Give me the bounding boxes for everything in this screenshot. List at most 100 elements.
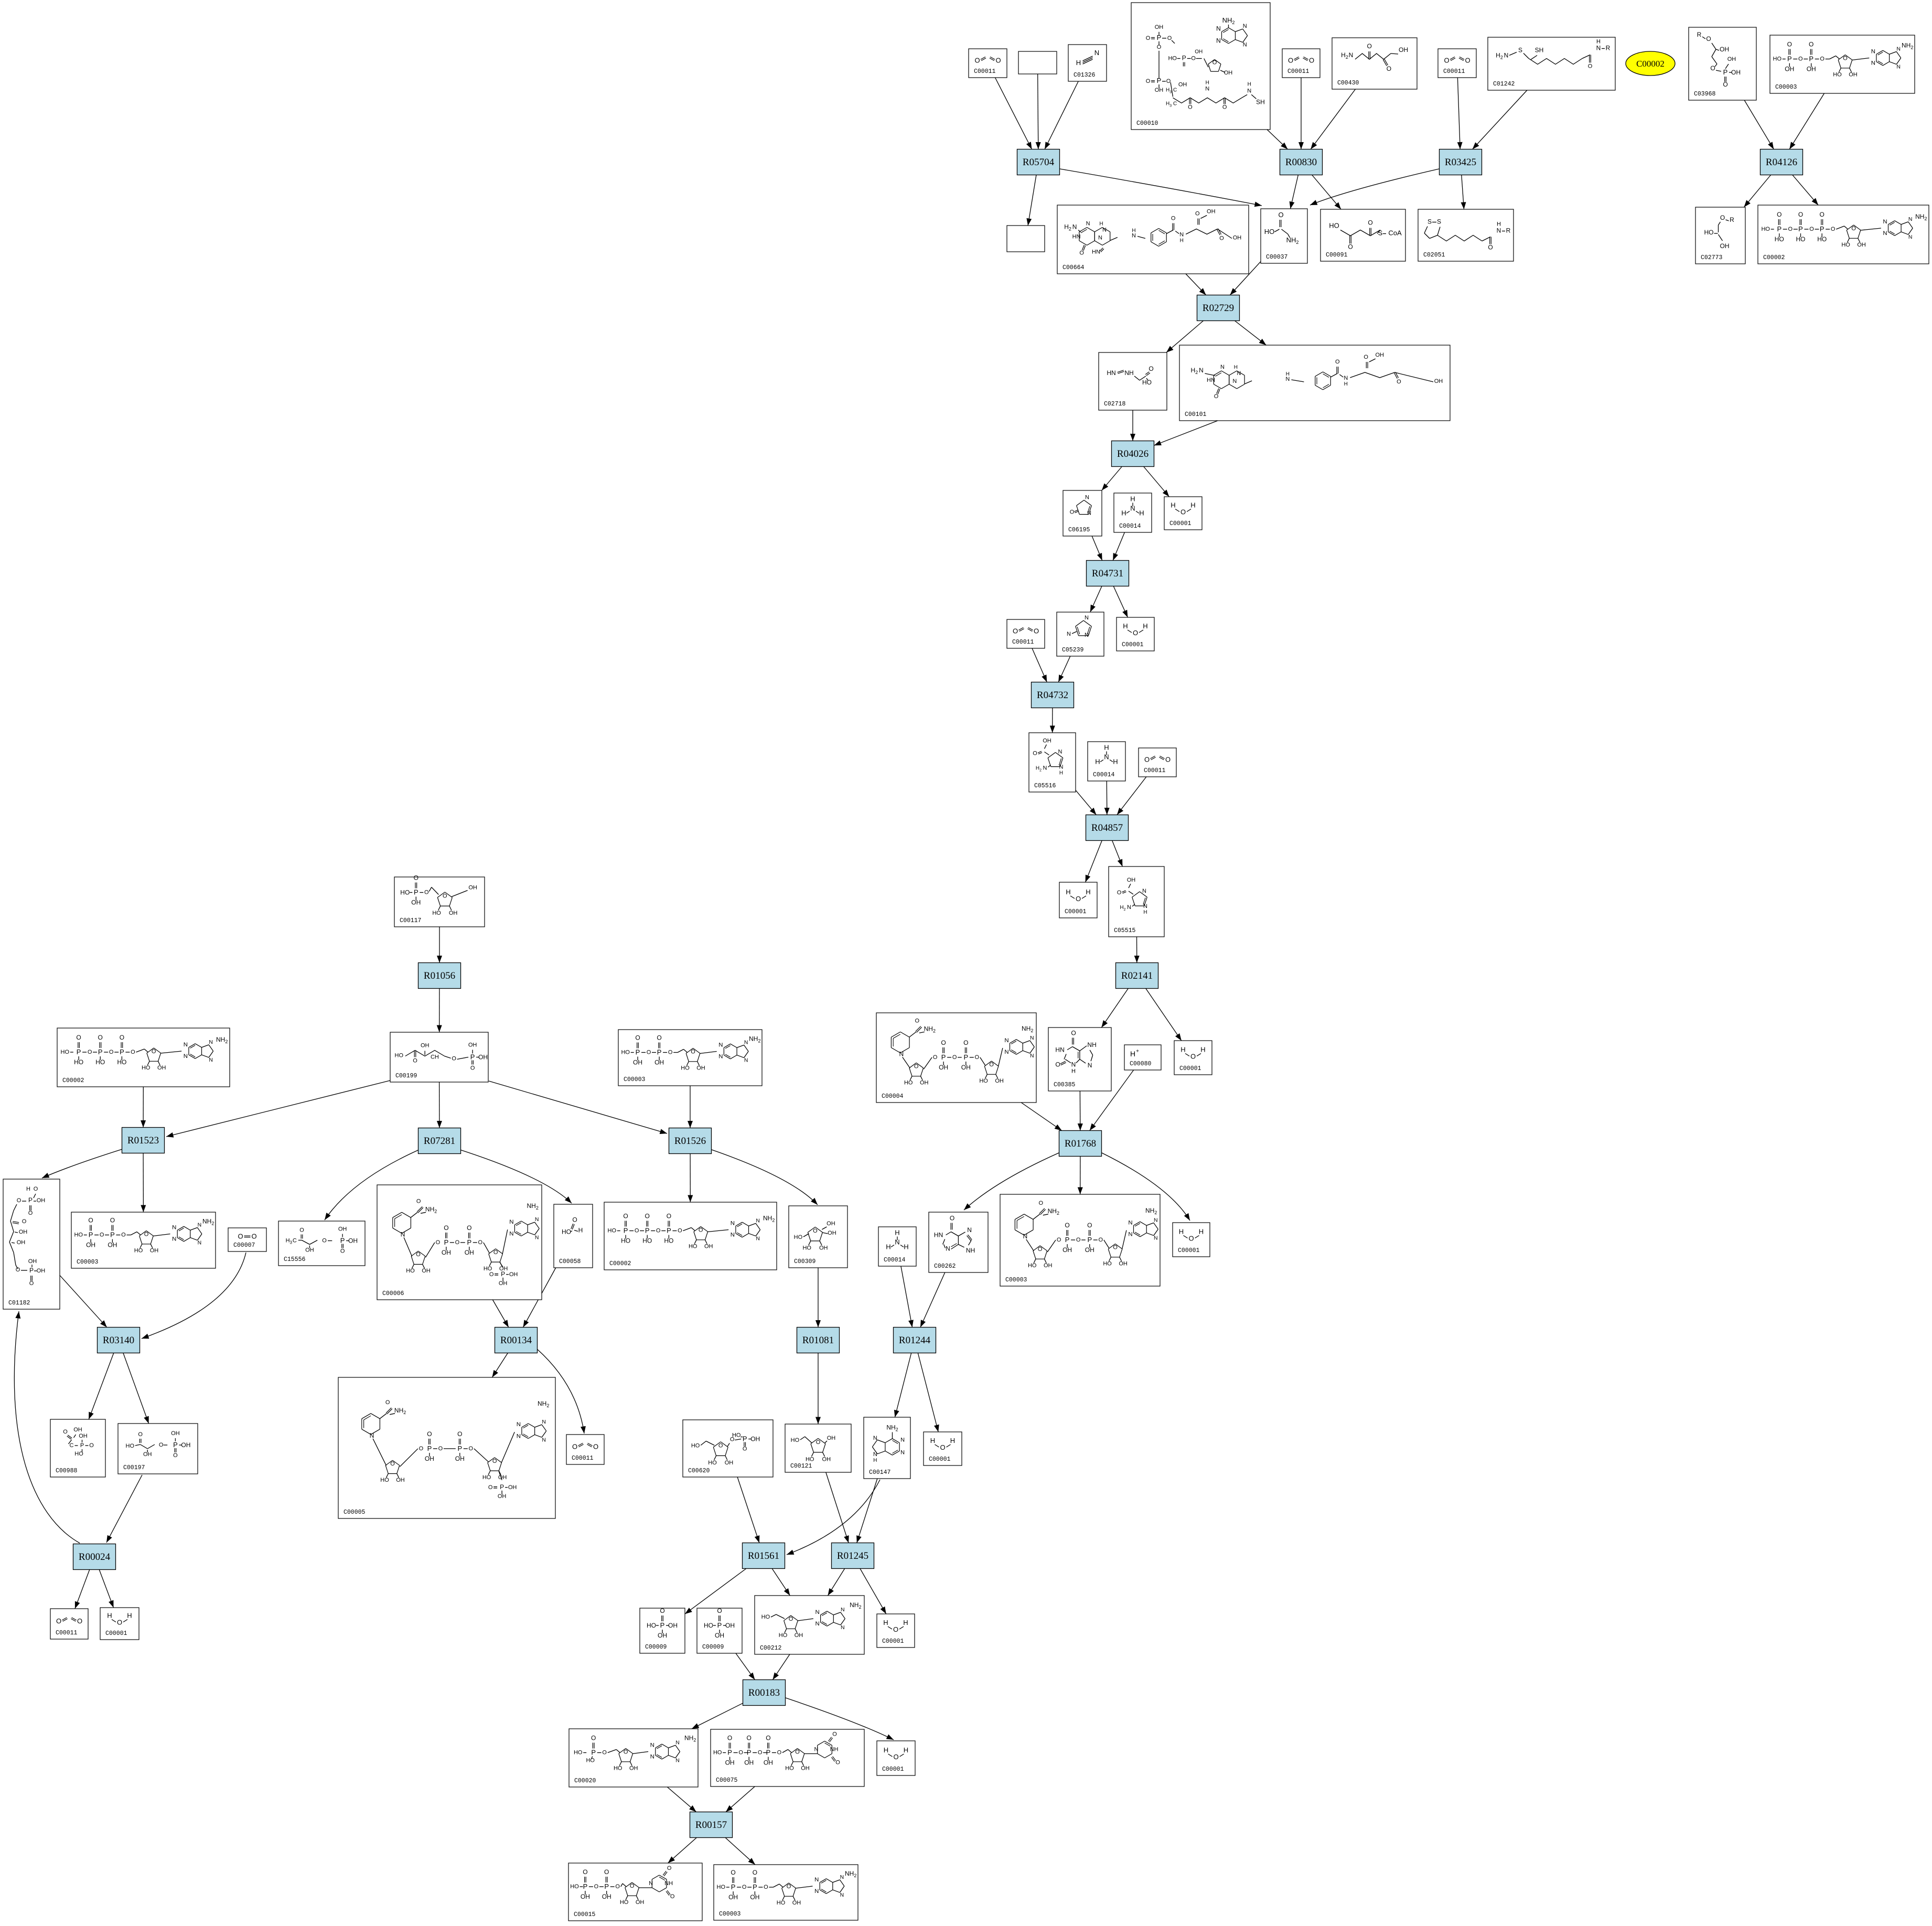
svg-text:N: N [172, 1224, 176, 1230]
svg-text:HO: HO [777, 1900, 786, 1906]
svg-text:P: P [731, 1883, 736, 1891]
svg-text:R01526: R01526 [674, 1136, 706, 1147]
svg-text:R04732: R04732 [1037, 690, 1068, 701]
svg-text:HO: HO [562, 1228, 571, 1236]
svg-text:O: O [1798, 211, 1803, 218]
svg-text:O: O [758, 1750, 763, 1756]
svg-text:HO: HO [1761, 226, 1770, 232]
svg-text:O: O [1488, 244, 1493, 251]
svg-text:OH: OH [468, 885, 477, 891]
svg-text:H: H [1179, 1228, 1184, 1236]
svg-text:O: O [1335, 359, 1340, 365]
svg-text:N: N [198, 1240, 202, 1246]
svg-text:R: R [1697, 31, 1702, 38]
svg-text:HO: HO [979, 1078, 988, 1084]
svg-text:O: O [1787, 41, 1792, 48]
svg-text:N: N [744, 1058, 748, 1064]
svg-text:HO: HO [570, 1884, 579, 1890]
svg-text:OH: OH [750, 1436, 760, 1443]
svg-text:N: N [1908, 217, 1913, 222]
svg-text:O: O [727, 1735, 732, 1742]
svg-text:OH: OH [828, 1230, 836, 1236]
svg-text:O: O [656, 1228, 661, 1234]
svg-text:O: O [56, 1617, 61, 1625]
svg-text:H: H [886, 1243, 890, 1251]
svg-text:P: P [457, 1444, 462, 1452]
svg-text:O: O [452, 1056, 456, 1062]
svg-text:O: O [138, 1431, 143, 1438]
svg-text:N: N [814, 1888, 819, 1895]
svg-text:N: N [509, 1219, 513, 1225]
svg-text:O: O [457, 1430, 462, 1438]
svg-text:C00010: C00010 [1136, 120, 1158, 127]
svg-text:O: O [416, 1198, 421, 1204]
svg-text:P: P [624, 1227, 628, 1235]
svg-text:N: N [1896, 46, 1901, 52]
svg-text:R00183: R00183 [748, 1687, 780, 1698]
svg-text:O: O [89, 1442, 94, 1449]
svg-text:P: P [1820, 225, 1824, 233]
svg-text:R01056: R01056 [424, 970, 455, 981]
svg-text:O: O [1843, 56, 1848, 62]
svg-text:O: O [572, 1216, 577, 1224]
svg-text:N: N [1871, 48, 1875, 55]
svg-text:OH: OH [822, 1456, 831, 1462]
svg-text:OH: OH [636, 1899, 645, 1906]
svg-text:P: P [501, 1270, 505, 1278]
svg-text:P: P [89, 1231, 93, 1239]
svg-text:HO: HO [574, 1750, 583, 1756]
svg-text:C00015: C00015 [574, 1911, 596, 1918]
svg-text:R00024: R00024 [79, 1552, 111, 1563]
svg-text:C02773: C02773 [1701, 254, 1723, 261]
svg-text:OH: OH [1224, 70, 1233, 76]
svg-text:O: O [893, 1753, 898, 1761]
svg-text:O: O [893, 1625, 898, 1633]
svg-text:H: H [107, 1612, 112, 1620]
svg-text:N: N [1098, 235, 1102, 241]
svg-text:R04126: R04126 [1766, 157, 1797, 168]
svg-text:N: N [1205, 85, 1209, 92]
svg-text:H: H [1143, 910, 1147, 915]
svg-text:P: P [743, 1435, 747, 1443]
svg-text:O: O [478, 1239, 483, 1246]
svg-text:R00830: R00830 [1285, 157, 1317, 168]
svg-text:OH: OH [1127, 877, 1136, 883]
svg-text:O: O [1033, 751, 1037, 757]
svg-text:O: O [1039, 1200, 1044, 1206]
svg-text:N: N [1154, 1236, 1158, 1242]
svg-text:C00002: C00002 [1763, 254, 1785, 261]
svg-text:OH: OH [422, 1268, 431, 1274]
svg-text:N: N [1086, 221, 1090, 227]
svg-text:HO: HO [802, 1245, 811, 1251]
svg-text:C00011: C00011 [572, 1455, 594, 1462]
svg-text:N: N [542, 1437, 546, 1443]
svg-text:C00001: C00001 [882, 1638, 904, 1645]
svg-text:OH: OH [1044, 1262, 1053, 1269]
svg-text:C00001: C00001 [1179, 1065, 1201, 1072]
svg-text:O: O [645, 1213, 650, 1220]
svg-text:R01244: R01244 [899, 1335, 931, 1346]
svg-text:O: O [1278, 211, 1283, 219]
svg-text:O: O [691, 1049, 695, 1055]
svg-text:C00004: C00004 [882, 1093, 904, 1100]
svg-text:HO: HO [732, 1432, 741, 1439]
svg-text:C00197: C00197 [123, 1464, 145, 1471]
svg-text:N: N [1071, 1061, 1076, 1068]
svg-text:C01242: C01242 [1493, 81, 1515, 88]
svg-text:R00134: R00134 [500, 1335, 532, 1346]
svg-text:O: O [1387, 65, 1391, 72]
svg-text:C00117: C00117 [400, 917, 421, 924]
svg-text:O: O [1191, 56, 1196, 62]
svg-text:O: O [995, 57, 1001, 65]
svg-text:OH: OH [498, 1474, 507, 1481]
svg-text:OH: OH [795, 1632, 803, 1639]
svg-text:OH: OH [725, 1460, 734, 1466]
svg-text:O: O [1133, 629, 1138, 637]
svg-text:HO: HO [620, 1899, 629, 1906]
svg-text:N: N [841, 1625, 845, 1631]
svg-text:R: R [1606, 45, 1611, 52]
svg-text:OH: OH [509, 1271, 518, 1278]
svg-text:C00014: C00014 [1119, 523, 1141, 530]
svg-text:N: N [401, 1230, 405, 1238]
svg-text:R01768: R01768 [1065, 1138, 1096, 1149]
